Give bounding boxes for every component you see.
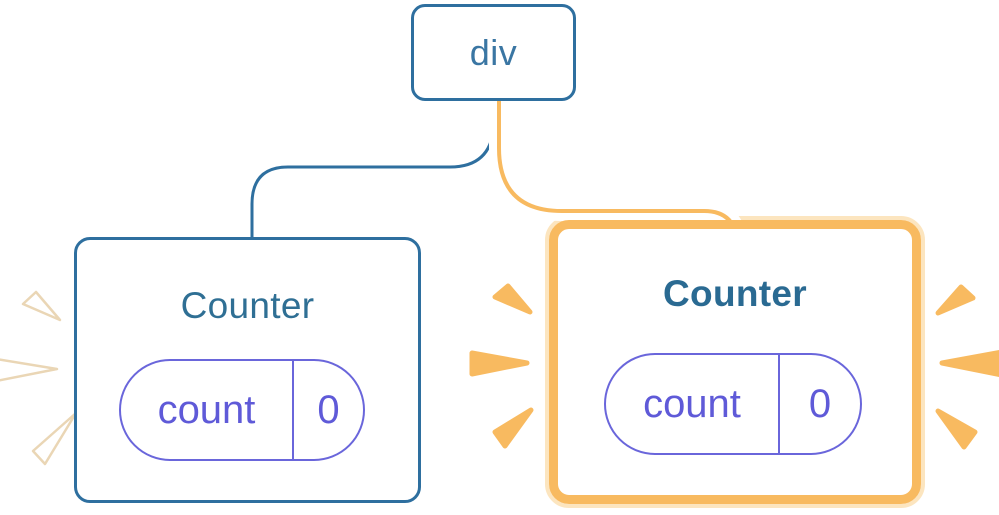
spark-icon	[492, 283, 533, 315]
tree-node-counter-left: Counter count 0	[74, 237, 421, 503]
state-value: 0	[292, 361, 363, 459]
counter-title: Counter	[663, 273, 807, 314]
spark-icon	[939, 350, 999, 377]
state-pill: count 0	[604, 353, 862, 455]
spark-icon	[492, 407, 534, 449]
state-value: 0	[778, 355, 860, 453]
spark-icon	[0, 358, 59, 382]
left-counter-sparks	[0, 290, 78, 466]
connector-left	[250, 96, 496, 242]
counter-title: Counter	[180, 285, 315, 326]
state-key-label: count	[157, 387, 256, 432]
div-node-label: div	[469, 31, 518, 73]
spark-icon	[935, 284, 976, 316]
state-key-label: count	[643, 381, 741, 426]
spark-icon	[31, 411, 78, 466]
right-counter-sparks	[469, 283, 999, 450]
tree-node-div: div	[411, 4, 576, 101]
spark-icon	[21, 290, 62, 322]
spark-icon	[469, 350, 530, 377]
state-pill: count 0	[119, 359, 365, 461]
spark-icon	[935, 408, 978, 450]
tree-node-counter-right-highlighted: Counter count 0	[549, 220, 921, 504]
